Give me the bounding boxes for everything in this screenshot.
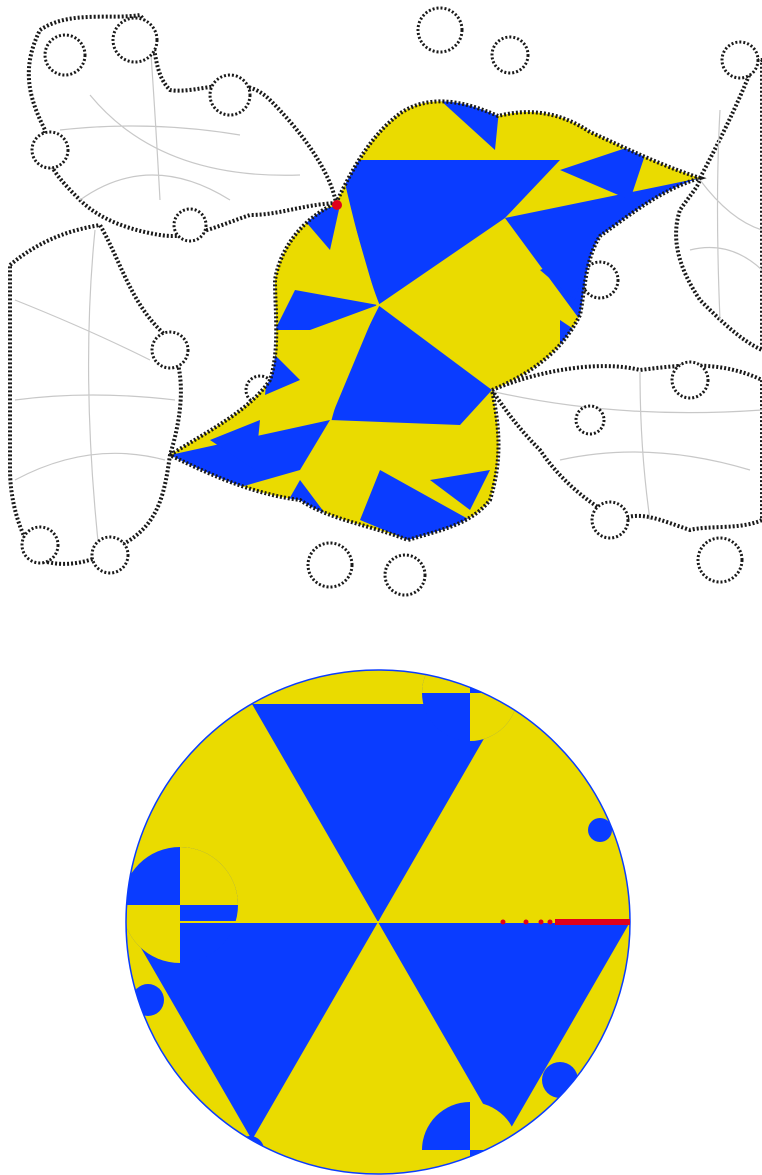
outer-component-right-top (676, 60, 762, 350)
outer-component-right-bottom (492, 366, 762, 530)
julia-set-panel (10, 8, 762, 595)
marked-point (332, 200, 342, 210)
disk-sectors (120, 645, 640, 1175)
disk-panel (120, 645, 640, 1175)
outer-component-left (10, 225, 181, 564)
